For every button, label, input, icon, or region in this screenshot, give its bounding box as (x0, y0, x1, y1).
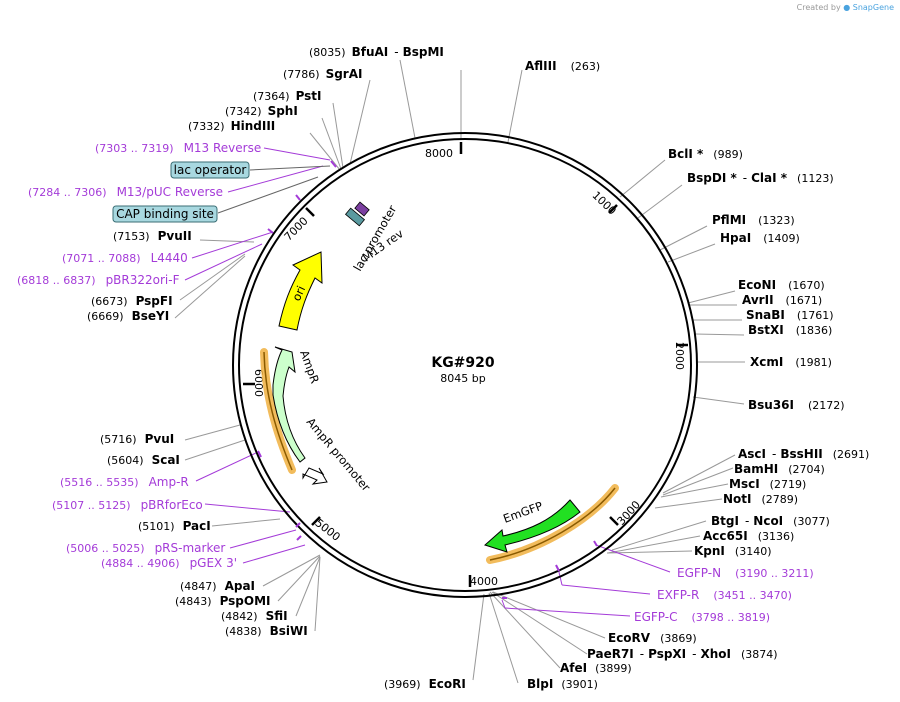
enzyme-acc65i: Acc65I(3136) (703, 529, 794, 543)
plasmid-length: 8045 bp (440, 372, 485, 385)
primer-leader-lines (184, 147, 671, 617)
primer-prs-marker: (5006 .. 5025)pRS-marker (66, 541, 225, 555)
enzyme-afei: AfeI(3899) (560, 661, 632, 675)
enzyme-bseyi: (6669)BseYI (87, 309, 169, 323)
enzyme-econi: EcoNI(1670) (738, 278, 825, 292)
enzyme-ecorv: EcoRV(3869) (608, 631, 697, 645)
enzyme-btgi-ncoi: BtgI-NcoI(3077) (711, 514, 830, 528)
enzyme-bamhi: BamHI(2704) (734, 462, 825, 476)
enzyme-ecori: (3969)EcoRI (384, 677, 466, 691)
enzyme-hindiii: (7332)HindIII (188, 119, 275, 133)
enzyme-paer7i-pspxi-xhoi: PaeR7I-PspXI-XhoI(3874) (587, 647, 778, 661)
enzyme-pspfi: (6673)PspFI (91, 294, 173, 308)
primer-egfp-n: EGFP-N(3190 .. 3211) (677, 566, 814, 580)
feature-leader-lines (217, 165, 331, 214)
emgfp-label: EmGFP (501, 499, 544, 526)
cap-binding-label: CAP binding site (116, 207, 214, 221)
ori-label: ori (289, 284, 308, 303)
primer-egfp-c: EGFP-C(3798 .. 3819) (634, 610, 770, 624)
tick-label: 3000 (615, 498, 643, 528)
m13-rev-marker (354, 201, 370, 217)
enzyme-pvui: (5716)PvuI (100, 432, 174, 446)
tick-label: 5000 (313, 516, 343, 543)
enzyme-labels-left: (7153)PvuII (6673)PspFI (6669)BseYI (571… (87, 229, 308, 638)
primer-l4440: (7071 .. 7088)L4440 (62, 251, 188, 265)
tick-label: 4000 (470, 575, 498, 588)
tick-marks (243, 142, 688, 587)
enzyme-paci: (5101)PacI (138, 519, 211, 533)
enzyme-sphi: (7342)SphI (225, 104, 298, 118)
enzyme-kpni: KpnI(3140) (694, 544, 771, 558)
enzyme-sgrai: (7786)SgrAI (283, 67, 362, 81)
lac-operator-label: lac operator (174, 163, 247, 177)
enzyme-labels-top: (8035)BfuAI-BspMI AflIII(263) (7786)SgrA… (188, 45, 600, 133)
enzyme-bsiwi: (4838)BsiWI (225, 624, 308, 638)
tick-label: 1000 (590, 189, 619, 218)
tick-label: 8000 (425, 147, 453, 160)
lac-promoter-marker (344, 207, 366, 227)
enzyme-hpai: HpaI(1409) (720, 231, 800, 245)
plasmid-name: KG#920 (431, 355, 495, 371)
enzyme-afliii: AflIII(263) (525, 59, 600, 73)
primer-pbr322ori-f: (6818 .. 6837)pBR322ori-F (17, 273, 180, 287)
enzyme-noti: NotI(2789) (723, 492, 798, 506)
ampr-feature-arrow (272, 346, 306, 463)
enzyme-bfuai: (8035)BfuAI-BspMI (309, 45, 444, 59)
primer-amp-r: (5516 .. 5535)Amp-R (60, 475, 189, 489)
emgfp-orf-line (489, 487, 616, 561)
enzyme-msci: MscI(2719) (729, 477, 806, 491)
enzyme-bstxi: BstXI(1836) (748, 323, 832, 337)
primer-exfp-r: EXFP-R(3451 .. 3470) (657, 588, 792, 602)
credit-prefix: Created by (796, 3, 841, 12)
ampr-label: AmpR (297, 348, 322, 385)
primer-pbrforeco: (5107 .. 5125)pBRforEco (52, 498, 203, 512)
enzyme-leader-lines (174, 59, 745, 684)
enzyme-apai: (4847)ApaI (180, 579, 255, 593)
primer-m13-puc-reverse: (7284 .. 7306)M13/pUC Reverse (28, 185, 223, 199)
enzyme-scai: (5604)ScaI (107, 453, 180, 467)
ampr-orf-line (263, 351, 293, 471)
enzyme-pspomi: (4843)PspOMI (175, 594, 271, 608)
enzyme-pvuii: (7153)PvuII (113, 229, 192, 243)
lac-operator-box: lac operator (170, 161, 250, 179)
enzyme-xcmi: XcmI(1981) (750, 355, 832, 369)
enzyme-labels-right: BclI *(989) BspDI *-ClaI *(1123) PflMI(1… (668, 147, 869, 558)
ampr-promoter-arrow (302, 467, 328, 485)
snapgene-credit: Created by ● SnapGene (797, 3, 894, 12)
snapgene-logo-icon: ● (843, 3, 851, 12)
enzyme-bcli: BclI *(989) (668, 147, 743, 161)
enzyme-snabi: SnaBI(1761) (746, 308, 833, 322)
tick-label: 2000 (673, 342, 686, 370)
primer-labels: (7303 .. 7319)M13 Reverse (7284 .. 7306)… (17, 141, 814, 624)
primer-marks (257, 160, 598, 599)
enzyme-bspdi-clai: BspDI *-ClaI *(1123) (687, 171, 834, 185)
primer-pgex3: (4884 .. 4906)pGEX 3' (101, 556, 237, 570)
backbone-inner-strand (238, 138, 692, 592)
cap-binding-box: CAP binding site (112, 205, 218, 223)
enzyme-asci-bsshii: AscI-BssHII(2691) (738, 447, 869, 461)
enzyme-bsu36i: Bsu36I(2172) (748, 398, 845, 412)
enzyme-avrii: AvrII(1671) (742, 293, 822, 307)
primer-m13-reverse: (7303 .. 7319)M13 Reverse (95, 141, 261, 155)
enzyme-sfii: (4842)SfiI (221, 609, 288, 623)
enzyme-blpi: BlpI(3901) (527, 677, 598, 691)
backbone-outer-strand (232, 132, 698, 598)
ori-feature-arrow (278, 251, 323, 331)
enzyme-psti: (7364)PstI (253, 89, 322, 103)
enzyme-labels-bottom: EcoRV(3869) PaeR7I-PspXI-XhoI(3874) AfeI… (384, 631, 778, 691)
enzyme-pflmi: PflMI(1323) (712, 213, 795, 227)
emgfp-feature-arrow (484, 499, 581, 553)
credit-brand: SnapGene (852, 3, 894, 12)
